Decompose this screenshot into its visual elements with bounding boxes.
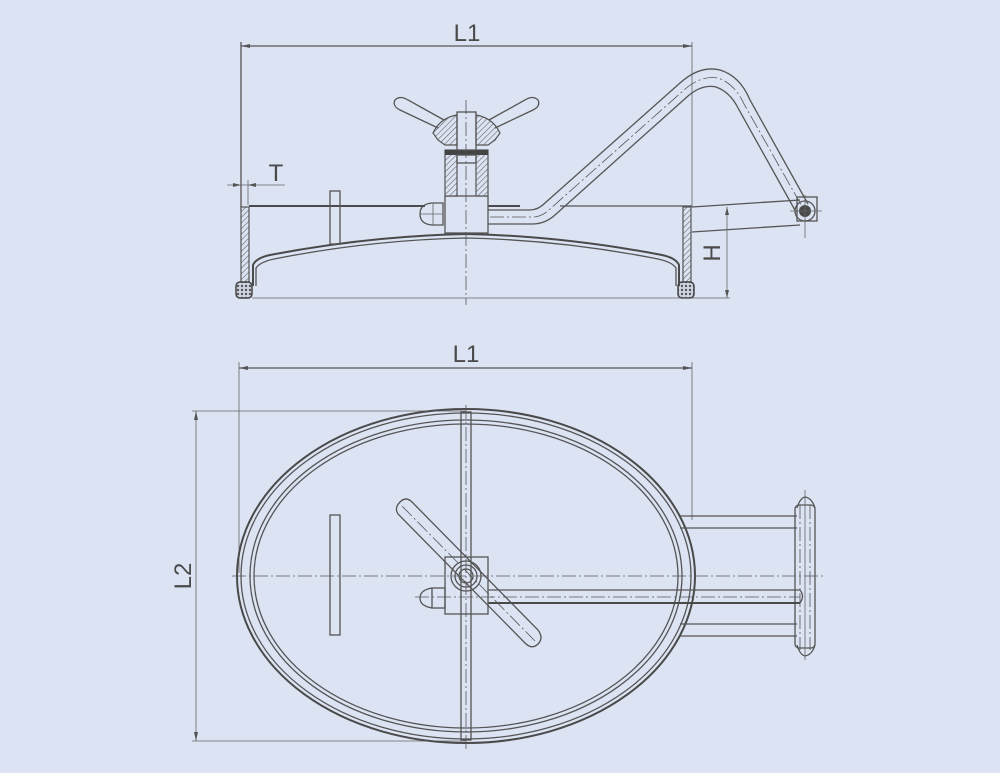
side-view: L1 T — [227, 20, 822, 305]
acorn-nut-top — [419, 587, 446, 609]
right-gasket — [677, 281, 695, 299]
acorn-nut-side — [419, 202, 444, 226]
wing-nut-handle-top — [395, 498, 542, 648]
hinge-pivot-side — [691, 195, 822, 238]
hinge-bracket-top — [680, 490, 816, 660]
swing-arm-top — [415, 589, 804, 604]
dimension-l1-side: L1 — [240, 20, 693, 210]
label-l1-side: L1 — [454, 20, 481, 47]
stop-bar-top — [329, 514, 341, 636]
left-flange-wall — [240, 206, 250, 283]
label-l1-top: L1 — [453, 341, 480, 368]
central-boss — [444, 195, 489, 234]
dimension-h: H — [699, 207, 729, 298]
dimension-l1-top: L1 — [238, 341, 693, 573]
label-l2: L2 — [170, 563, 197, 590]
dimension-l2: L2 — [170, 410, 466, 742]
wing-nut-handle-side — [393, 96, 540, 197]
left-gasket — [235, 281, 253, 299]
dimension-t: T — [227, 160, 285, 205]
right-flange-wall — [682, 206, 692, 283]
top-view: L1 L2 — [170, 341, 825, 750]
swing-arm-side — [488, 68, 809, 225]
label-t: T — [269, 160, 284, 187]
stop-post — [329, 190, 341, 245]
label-h: H — [699, 244, 726, 261]
